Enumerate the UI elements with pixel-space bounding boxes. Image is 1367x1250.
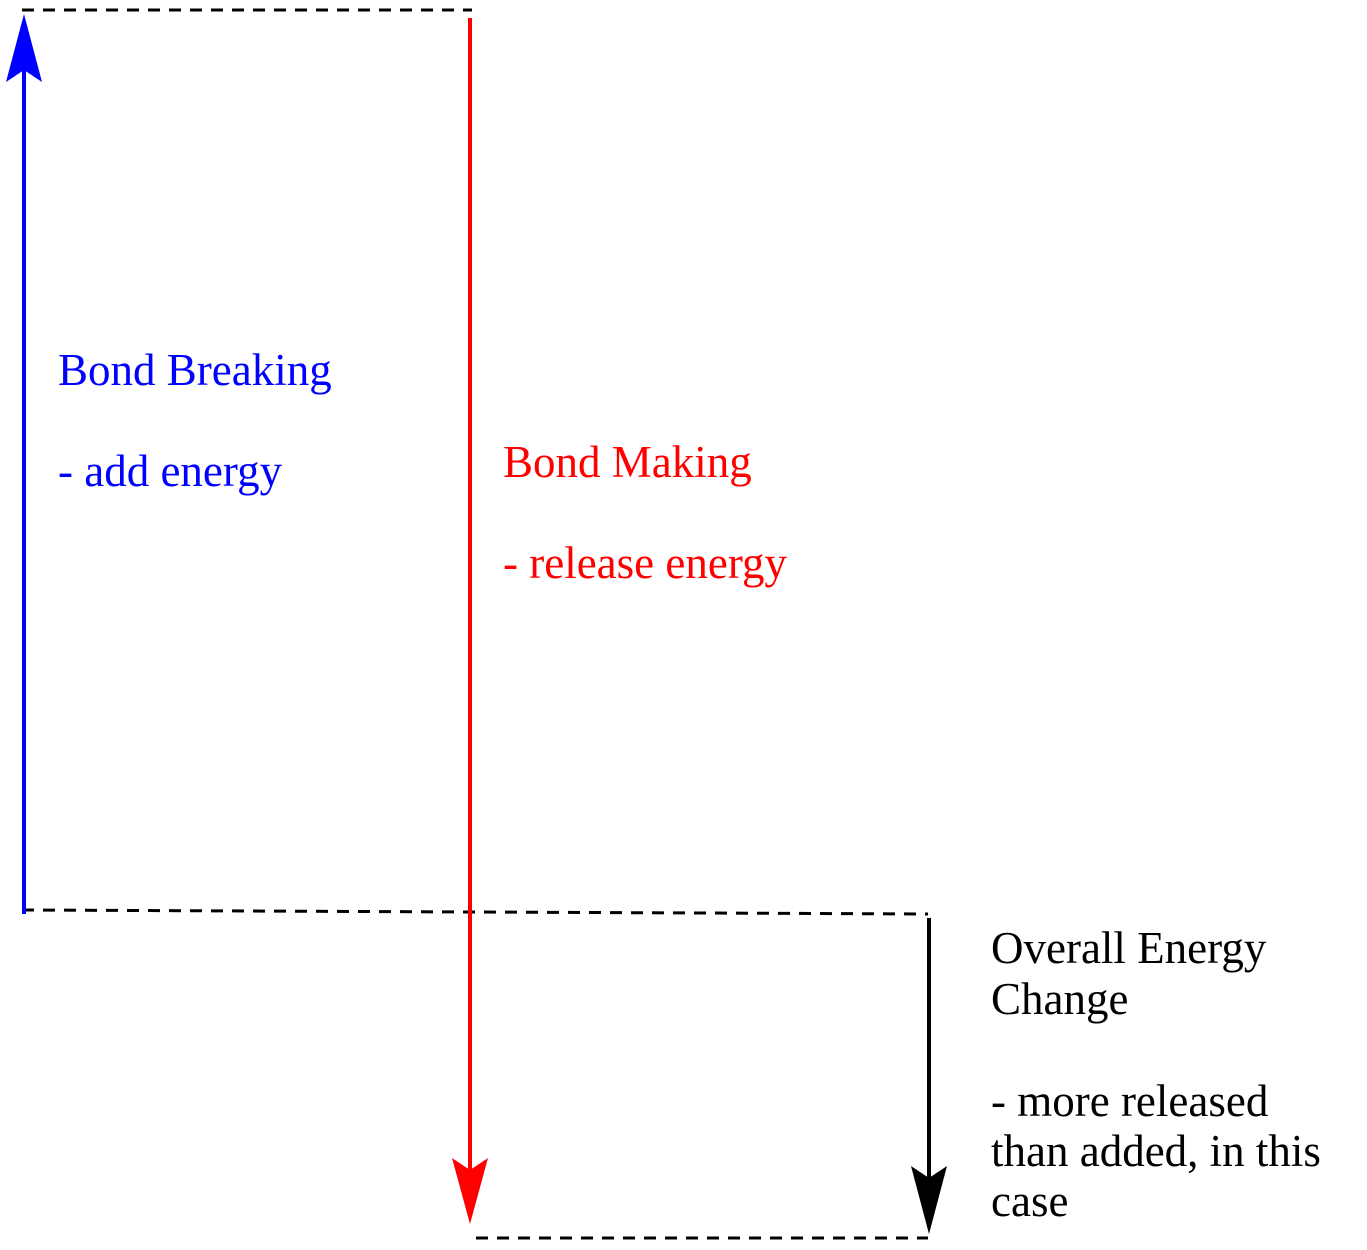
bond-breaking-title: Bond Breaking — [58, 345, 332, 395]
bond-making-title: Bond Making — [503, 437, 752, 487]
bond-making-arrow — [452, 18, 488, 1224]
overall-change-label: Overall Energy Change - more released th… — [991, 923, 1321, 1226]
overall-line: Overall Energy — [991, 923, 1267, 973]
bond-making-note: - release energy — [503, 538, 787, 588]
overall-line: - more released — [991, 1076, 1268, 1126]
overall-change-arrow — [911, 918, 947, 1234]
overall-line: Change — [991, 974, 1128, 1024]
overall-line: than added, in this — [991, 1126, 1321, 1176]
overall-line: case — [991, 1176, 1068, 1226]
bond-breaking-note: - add energy — [58, 446, 283, 496]
bond-breaking-arrow — [6, 14, 42, 914]
middle-energy-level — [21, 908, 929, 916]
